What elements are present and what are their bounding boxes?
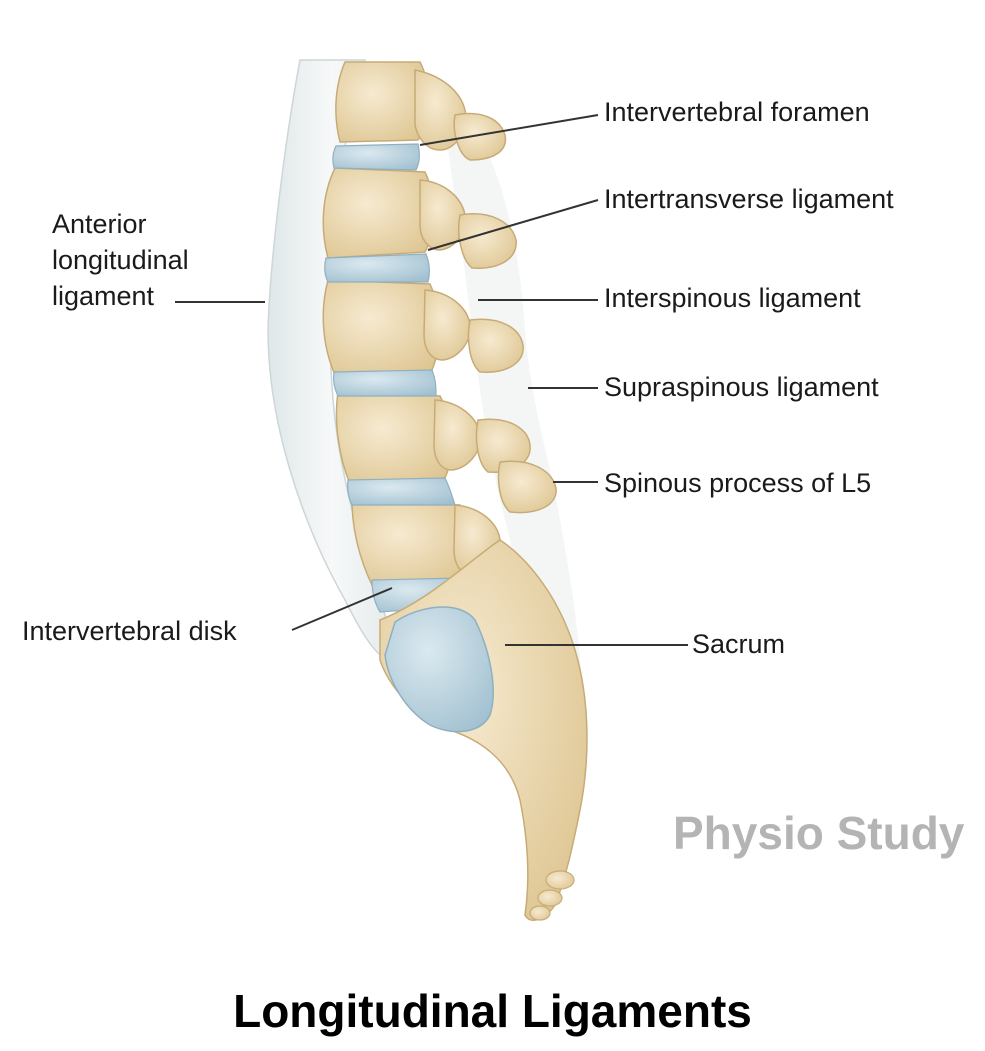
label-intertransverse-ligament: Intertransverse ligament xyxy=(604,184,894,214)
leader-intervertebral-disk xyxy=(291,587,393,631)
label-intervertebral-foramen: Intervertebral foramen xyxy=(604,97,870,127)
label-intervertebral-disk: Intervertebral disk xyxy=(22,616,237,646)
figure-caption: Longitudinal Ligaments xyxy=(233,985,752,1037)
leader-intervertebral-foramen xyxy=(419,114,599,146)
leader-lines xyxy=(175,114,688,646)
label-anterior-line-2: longitudinal xyxy=(52,245,189,275)
intervertebral-disks xyxy=(324,143,466,613)
watermark: Physio Study xyxy=(673,807,965,859)
label-sacrum: Sacrum xyxy=(692,629,786,659)
label-supraspinous-ligament: Supraspinous ligament xyxy=(604,372,879,402)
label-anterior-line-3: ligament xyxy=(52,281,155,311)
label-interspinous-ligament: Interspinous ligament xyxy=(604,283,861,313)
label-anterior-line-1: Anterior xyxy=(52,209,147,239)
label-anterior-longitudinal-ligament: Anterior longitudinal ligament xyxy=(52,206,189,314)
coccyx xyxy=(529,870,575,921)
sacral-base xyxy=(384,606,494,733)
leader-intertransverse-ligament xyxy=(427,199,599,251)
label-spinous-process-l5: Spinous process of L5 xyxy=(604,468,872,498)
